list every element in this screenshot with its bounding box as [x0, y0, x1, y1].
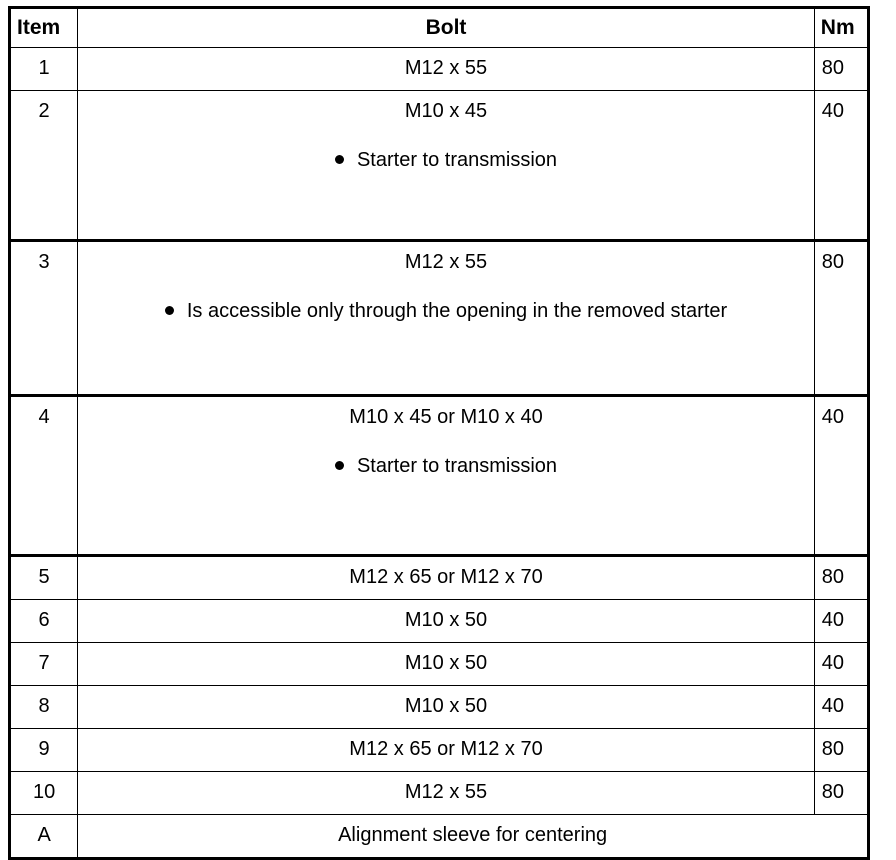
- cell-bolt: M12 x 65 or M12 x 70: [77, 728, 815, 772]
- cell-nm: 40: [813, 685, 870, 729]
- bolt-note-text: Starter to transmission: [356, 149, 558, 171]
- torque-value: 80: [821, 566, 845, 588]
- torque-value: 40: [821, 100, 845, 122]
- cell-item: 8: [8, 685, 79, 729]
- table-header: Item Bolt Nm: [8, 7, 870, 48]
- table-row: 5 M12 x 65 or M12 x 70 80: [8, 555, 870, 600]
- cell-item: 2: [8, 90, 79, 242]
- cell-item: 4: [8, 395, 79, 557]
- cell-item: 7: [8, 642, 79, 686]
- table-row: 7 M10 x 50 40: [8, 642, 870, 686]
- bolt-spec: M12 x 55: [404, 57, 488, 79]
- cell-nm: 40: [813, 90, 870, 242]
- torque-value: 40: [821, 695, 845, 717]
- item-number: 7: [38, 652, 50, 674]
- bullet-icon: [334, 155, 344, 164]
- cell-nm: 80: [813, 240, 870, 397]
- table-row: 3 M12 x 55 Is accessible only through th…: [8, 240, 870, 397]
- cell-nm: 80: [813, 555, 870, 600]
- cell-nm: 80: [813, 47, 870, 91]
- bolt-spec: M10 x 50: [404, 609, 488, 631]
- cell-nm: 80: [813, 728, 870, 772]
- column-header-nm: Nm: [813, 7, 870, 48]
- cell-bolt: M12 x 65 or M12 x 70: [77, 555, 815, 600]
- column-header-bolt: Bolt: [77, 7, 815, 48]
- torque-value: 40: [821, 652, 845, 674]
- cell-bolt: M10 x 45 or M10 x 40 Starter to transmis…: [77, 395, 815, 557]
- bolt-note: Starter to transmission: [78, 149, 814, 172]
- cell-bolt: M10 x 50: [77, 642, 815, 686]
- bolt-spec: M12 x 55: [404, 781, 488, 803]
- cell-nm: 80: [813, 771, 870, 815]
- item-number: 1: [38, 57, 50, 79]
- cell-item: 1: [8, 47, 79, 91]
- table-row: 8 M10 x 50 40: [8, 685, 870, 729]
- bullet-icon: [164, 306, 174, 315]
- bolt-note-text: Is accessible only through the opening i…: [186, 300, 728, 322]
- bolt-torque-table: Item Bolt Nm 1 M12 x 55 80: [8, 6, 870, 860]
- torque-value: 80: [821, 57, 845, 79]
- bolt-note: Is accessible only through the opening i…: [78, 300, 814, 323]
- alignment-sleeve-text: Alignment sleeve for centering: [338, 824, 608, 846]
- cell-bolt: M12 x 55: [77, 47, 815, 91]
- bullet-icon: [334, 461, 344, 470]
- table-row: 9 M12 x 65 or M12 x 70 80: [8, 728, 870, 772]
- bolt-spec: M10 x 50: [404, 652, 488, 674]
- column-header-item: Item: [8, 7, 79, 48]
- bolt-spec: M12 x 65 or M12 x 70: [349, 566, 543, 588]
- table-row: 1 M12 x 55 80: [8, 47, 870, 91]
- table-body: 1 M12 x 55 80 2 M10 x 45: [8, 47, 870, 859]
- cell-bolt: M10 x 50: [77, 599, 815, 643]
- cell-item: 6: [8, 599, 79, 643]
- cell-nm: 40: [813, 599, 870, 643]
- item-number: 4: [38, 406, 50, 428]
- cell-nm: 40: [813, 642, 870, 686]
- bolt-note-text: Starter to transmission: [356, 455, 558, 477]
- item-number: 6: [38, 609, 50, 631]
- cell-nm: 40: [813, 395, 870, 557]
- torque-value: 40: [821, 609, 845, 631]
- bolt-spec: M10 x 50: [404, 695, 488, 717]
- cell-bolt: M10 x 50: [77, 685, 815, 729]
- cell-item: 5: [8, 555, 79, 600]
- table-row: 10 M12 x 55 80: [8, 771, 870, 815]
- cell-item: 10: [8, 771, 79, 815]
- cell-item: 3: [8, 240, 79, 397]
- bolt-note: Starter to transmission: [78, 455, 814, 478]
- bolt-spec: M10 x 45: [404, 100, 488, 122]
- cell-item: 9: [8, 728, 79, 772]
- bolt-spec: M12 x 55: [404, 251, 488, 273]
- table-row: 6 M10 x 50 40: [8, 599, 870, 643]
- torque-value: 80: [821, 738, 845, 760]
- cell-alignment-sleeve: Alignment sleeve for centering: [77, 814, 869, 859]
- torque-value: 80: [821, 781, 845, 803]
- item-number: 5: [38, 566, 50, 588]
- item-number: 8: [38, 695, 50, 717]
- item-number: 9: [38, 738, 50, 760]
- cell-bolt: M12 x 55 Is accessible only through the …: [77, 240, 815, 397]
- cell-bolt: M10 x 45 Starter to transmission: [77, 90, 815, 242]
- torque-value: 80: [821, 251, 845, 273]
- item-number: 2: [38, 100, 50, 122]
- header-row: Item Bolt Nm: [8, 7, 870, 48]
- item-number: 10: [32, 781, 56, 803]
- table-row: 4 M10 x 45 or M10 x 40 Starter to transm…: [8, 395, 870, 557]
- torque-value: 40: [821, 406, 845, 428]
- cell-bolt: M12 x 55: [77, 771, 815, 815]
- item-letter: A: [37, 824, 51, 846]
- bolt-spec: M10 x 45 or M10 x 40: [349, 406, 543, 428]
- bolt-spec: M12 x 65 or M12 x 70: [349, 738, 543, 760]
- item-number: 3: [38, 251, 50, 273]
- table-row: 2 M10 x 45 Starter to transmission 40: [8, 90, 870, 242]
